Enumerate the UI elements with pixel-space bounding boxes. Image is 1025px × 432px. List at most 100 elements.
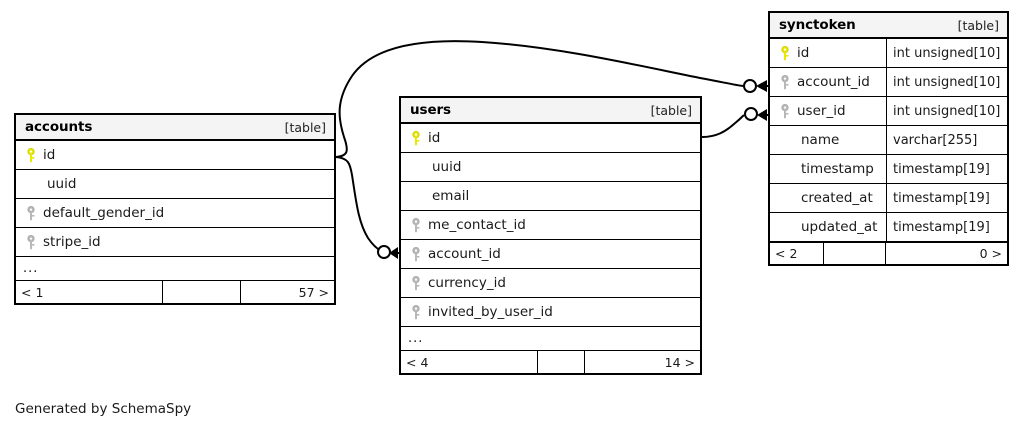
foreign-key-icon [408, 217, 424, 233]
table-row[interactable]: default_gender_id [16, 199, 334, 228]
table-footer-users: < 4 14 > [401, 351, 700, 373]
foreign-key-icon [408, 304, 424, 320]
generator-credit: Generated by SchemaSpy [15, 401, 192, 417]
table-row[interactable]: id [16, 141, 334, 170]
column-name-cell: user_id [770, 97, 886, 125]
table-node-users[interactable]: users [table] id [399, 96, 702, 375]
table-columns-accounts: id uuid [16, 141, 334, 303]
column-type: int unsigned[10] [886, 97, 1007, 125]
column-name-cell: uuid [16, 170, 334, 198]
table-columns-users: id uuid email [401, 124, 700, 373]
column-name: account_id [797, 74, 870, 90]
table-row[interactable]: uuid [16, 170, 334, 199]
table-row[interactable]: name varchar[255] [770, 126, 1007, 155]
column-name: id [43, 147, 56, 163]
column-name: id [797, 45, 810, 61]
table-header-users[interactable]: users [table] [401, 98, 700, 124]
column-name-cell: account_id [770, 68, 886, 96]
column-name: id [428, 130, 441, 146]
table-header-synctoken[interactable]: synctoken [table] [770, 13, 1007, 39]
no-key-icon [408, 188, 424, 204]
incoming-relationship-count[interactable]: < 1 [21, 284, 44, 300]
foreign-key-icon [777, 74, 793, 90]
primary-key-icon [408, 130, 424, 146]
primary-key-icon [777, 45, 793, 61]
table-node-synctoken[interactable]: synctoken [table] id int unsigne [768, 11, 1009, 266]
table-row[interactable]: uuid [401, 153, 700, 182]
table-row[interactable]: email [401, 182, 700, 211]
table-row[interactable]: id [401, 124, 700, 153]
table-row[interactable]: user_id int unsigned[10] [770, 97, 1007, 126]
table-columns-synctoken: id int unsigned[10] account_id [770, 39, 1007, 264]
foreign-key-icon [777, 103, 793, 119]
column-type: int unsigned[10] [886, 68, 1007, 96]
column-name-cell: updated_at [770, 213, 886, 241]
column-name: stripe_id [43, 234, 101, 250]
table-header-accounts[interactable]: accounts [table] [16, 115, 334, 141]
foreign-key-icon [408, 246, 424, 262]
more-columns-ellipsis: ... [401, 327, 700, 351]
column-type: timestamp[19] [886, 184, 1007, 212]
column-name: created_at [801, 190, 873, 206]
foreign-key-icon [23, 205, 39, 221]
table-row[interactable]: id int unsigned[10] [770, 39, 1007, 68]
table-row[interactable]: account_id int unsigned[10] [770, 68, 1007, 97]
column-name-cell: id [16, 141, 334, 169]
table-kind-label-synctoken: [table] [957, 17, 999, 33]
table-node-accounts[interactable]: accounts [table] id [14, 113, 336, 305]
table-row[interactable]: created_at timestamp[19] [770, 184, 1007, 213]
table-row[interactable]: stripe_id [16, 228, 334, 257]
edge-accounts-to-users [335, 156, 386, 254]
primary-key-icon [23, 147, 39, 163]
table-row[interactable]: me_contact_id [401, 211, 700, 240]
column-name-cell: timestamp [770, 155, 886, 183]
outgoing-relationship-count[interactable]: 14 > [584, 351, 700, 373]
table-row[interactable]: invited_by_user_id [401, 298, 700, 327]
outgoing-relationship-count[interactable]: 57 > [240, 281, 334, 303]
edge-endpoint-synctoken-account-id [743, 79, 769, 93]
table-row[interactable]: currency_id [401, 269, 700, 298]
column-name-cell: stripe_id [16, 228, 334, 256]
footer-middle-cell [162, 281, 240, 303]
incoming-relationship-count[interactable]: < 2 [775, 246, 798, 261]
column-name-cell: invited_by_user_id [401, 298, 700, 326]
column-name: timestamp [801, 161, 874, 177]
table-kind-label-users: [table] [650, 102, 692, 118]
column-name-cell: currency_id [401, 269, 700, 297]
foreign-key-icon [408, 275, 424, 291]
no-key-icon [23, 176, 39, 192]
column-name: me_contact_id [428, 217, 526, 233]
no-key-icon [777, 219, 793, 235]
more-columns-ellipsis: ... [16, 257, 334, 281]
incoming-relationship-count[interactable]: < 4 [406, 354, 429, 370]
column-name-cell: name [770, 126, 886, 154]
column-name: default_gender_id [43, 205, 165, 221]
table-footer-synctoken: < 2 0 > [770, 242, 1007, 264]
column-name-cell: account_id [401, 240, 700, 268]
table-title-synctoken: synctoken [779, 17, 856, 33]
table-row[interactable]: account_id [401, 240, 700, 269]
table-row[interactable]: updated_at timestamp[19] [770, 213, 1007, 242]
table-row[interactable]: timestamp timestamp[19] [770, 155, 1007, 184]
column-name-cell: email [401, 182, 700, 210]
outgoing-relationship-count[interactable]: 0 > [885, 243, 1007, 264]
column-name: updated_at [801, 219, 878, 235]
column-type: int unsigned[10] [886, 39, 1007, 67]
table-kind-label-accounts: [table] [284, 119, 326, 135]
column-name: uuid [47, 176, 77, 192]
table-title-accounts: accounts [25, 119, 93, 135]
table-title-users: users [410, 102, 451, 118]
column-name: email [432, 188, 470, 204]
edge-endpoint-synctoken-user-id [744, 107, 769, 121]
edge-users-to-synctoken [701, 114, 745, 138]
column-name-cell: default_gender_id [16, 199, 334, 227]
column-type: varchar[255] [886, 126, 1007, 154]
no-key-icon [408, 159, 424, 175]
column-name: name [801, 132, 840, 148]
column-type: timestamp[19] [886, 213, 1007, 241]
footer-middle-cell [823, 243, 885, 264]
column-name-cell: uuid [401, 153, 700, 181]
column-name-cell: me_contact_id [401, 211, 700, 239]
column-name-cell: id [401, 124, 700, 152]
